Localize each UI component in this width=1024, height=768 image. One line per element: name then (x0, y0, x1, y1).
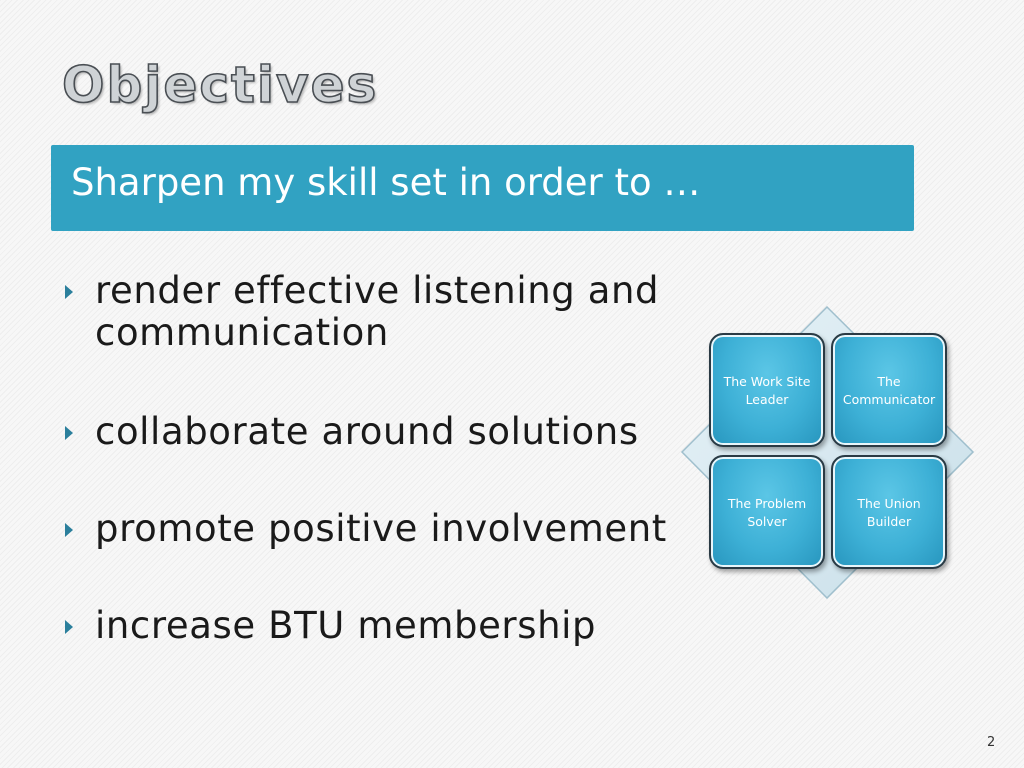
tile-communicator: The Communicator (831, 333, 947, 447)
bullet-text-line: collaborate around solutions (95, 410, 639, 453)
triangle-bullet-icon (65, 620, 73, 634)
tile-union-builder: The Union Builder (831, 455, 947, 569)
tile-label: The Union Builder (833, 495, 945, 531)
tile-label-line: The Work Site (723, 374, 811, 389)
subtitle-text: Sharpen my skill set in order to … (71, 161, 701, 204)
triangle-bullet-icon (65, 426, 73, 440)
tile-label: The Problem Solver (711, 495, 823, 531)
role-matrix-diagram: The Work Site Leader The Communicator Th… (680, 306, 975, 599)
tile-problem-solver: The Problem Solver (709, 455, 825, 569)
tile-label-line: Leader (745, 392, 789, 407)
subtitle-banner: Sharpen my skill set in order to … (51, 145, 914, 231)
slide-number: 2 (987, 735, 996, 750)
tile-label: The Communicator (833, 373, 945, 409)
bullet-text-line: increase BTU membership (95, 604, 597, 647)
triangle-bullet-icon (65, 285, 73, 299)
tile-label-line: Solver (747, 514, 787, 529)
bullet-text-line: render effective listening and (95, 269, 660, 312)
triangle-bullet-icon (65, 523, 73, 537)
tile-work-site-leader: The Work Site Leader (709, 333, 825, 447)
tile-label-line: Builder (866, 514, 912, 529)
tile-label: The Work Site Leader (711, 373, 823, 409)
tile-label-line: The Union (857, 496, 921, 511)
tile-label-line: Communicator (842, 392, 936, 407)
bullet-text-line: communication (95, 311, 389, 354)
tile-label-line: The Problem (727, 496, 807, 511)
bullet-text-line: promote positive involvement (95, 507, 667, 550)
tile-label-line: The (877, 374, 901, 389)
slide-title: Objectives (61, 55, 379, 115)
